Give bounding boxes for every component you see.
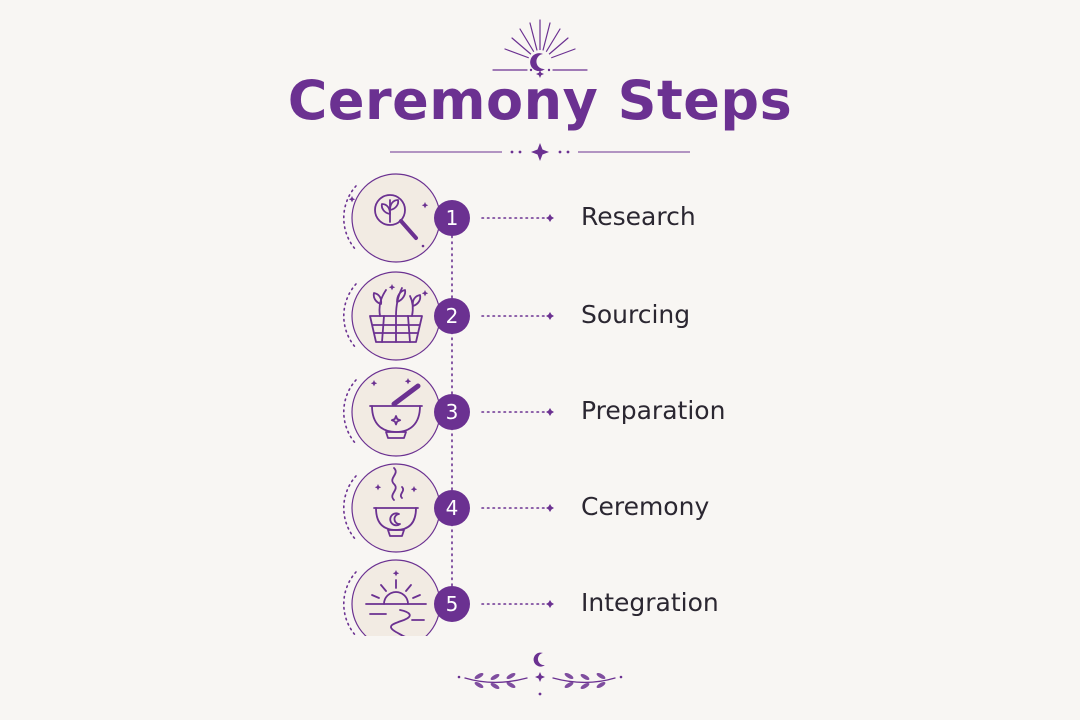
sunrise-path-icon <box>365 579 427 636</box>
moon-laurel-icon <box>457 652 623 696</box>
step-number-2: 2 <box>434 298 470 334</box>
step-label-preparation: Preparation <box>581 396 726 425</box>
step-2-graphic <box>343 271 554 361</box>
step-label-integration: Integration <box>581 588 719 617</box>
step-4-graphic <box>343 463 554 553</box>
step-label-ceremony: Ceremony <box>581 492 710 521</box>
step-number-1: 1 <box>434 200 470 236</box>
step-number-4: 4 <box>434 490 470 526</box>
step-label-sourcing: Sourcing <box>581 300 691 329</box>
herb-basket-icon <box>369 287 423 343</box>
magnifying-glass-herb-icon <box>374 194 418 240</box>
steaming-bowl-moon-icon <box>373 467 419 537</box>
step-number-5: 5 <box>434 586 470 622</box>
step-3-graphic <box>343 367 554 457</box>
mortar-pestle-icon <box>369 383 423 439</box>
title-divider <box>390 143 690 161</box>
step-5-graphic <box>343 559 554 636</box>
step-1-graphic <box>343 173 554 263</box>
steps-graphic <box>343 173 554 636</box>
page-title: Ceremony Steps <box>287 69 793 132</box>
step-label-research: Research <box>581 202 696 231</box>
sunburst-moon-icon <box>492 19 588 78</box>
step-number-3: 3 <box>434 394 470 430</box>
